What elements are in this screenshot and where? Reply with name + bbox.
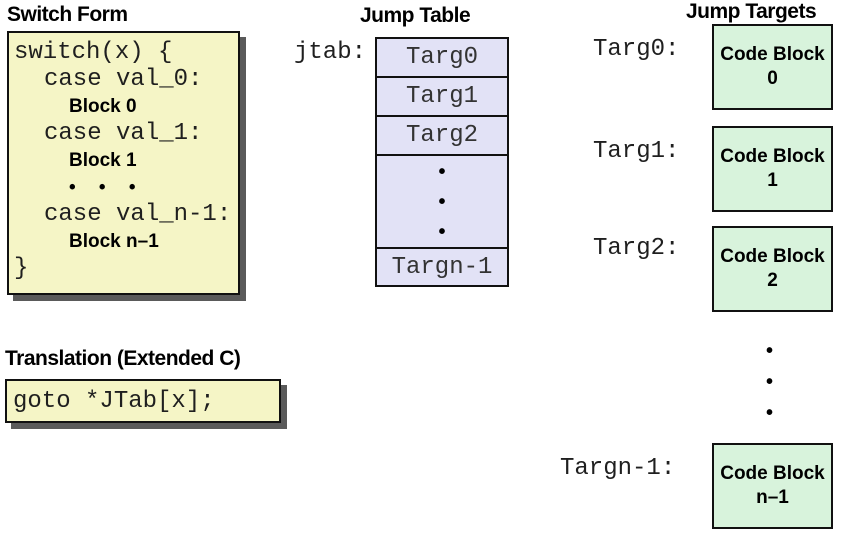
jump-table-cell-targ1: Targ1 [377,78,507,117]
code-line-block-0: Block 0 [69,96,137,117]
translation-title: Translation (Extended C) [5,347,241,370]
jump-table-title: Jump Table [360,4,471,27]
switch-form-title: Switch Form [7,3,128,26]
goto-code-line: goto *JTab[x]; [13,387,215,415]
jump-table-cell-targn-1: Targn-1 [391,254,493,281]
code-block-n-1-line2: n–1 [756,487,789,508]
code-block-0: Code Block 0 [712,24,833,110]
target-label-targ0: Targ0: [593,36,680,63]
code-line-case-n-1: case val_n-1: [44,201,232,228]
code-line-case-1: case val_1: [44,120,203,147]
code-line-block-1: Block 1 [69,150,137,171]
target-label-targ1: Targ1: [593,138,680,165]
ellipsis-horizontal: • • • [69,177,145,198]
jump-table-cell-targ0: Targ0 [377,39,507,78]
switch-form-code-box: switch(x) { case val_0: Block 0 case val… [7,31,240,295]
code-block-1-line1: Code Block [720,146,825,167]
targets-ellipsis-vertical: • • • [766,340,774,424]
target-label-targn-1: Targn-1: [560,455,676,482]
jump-table-cell-targ2: Targ2 [377,117,507,156]
code-block-1-line2: 1 [767,170,778,191]
code-block-2-line2: 2 [767,270,778,291]
code-block-0-line1: Code Block [720,44,825,65]
code-block-2: Code Block 2 [712,226,833,312]
target-label-targ2: Targ2: [593,235,680,262]
code-block-n-1-line1: Code Block [720,463,825,484]
code-line-switch: switch(x) { [14,39,173,66]
code-block-0-line2: 0 [767,68,778,89]
code-block-n-1: Code Block n–1 [712,443,833,529]
jump-table-ellipsis-cell: • • • [377,156,507,249]
code-block-1: Code Block 1 [712,126,833,212]
code-line-brace: } [14,255,29,282]
code-block-2-line1: Code Block [720,246,825,267]
code-line-case-0: case val_0: [44,66,203,93]
translation-code-box: goto *JTab[x]; [5,379,281,423]
jtab-pointer-label: jtab: [294,39,367,66]
jump-targets-title: Jump Targets [686,0,817,23]
jump-table: Targ0 Targ1 Targ2 • • • Targn-1 [375,37,509,287]
code-line-block-n-1: Block n–1 [69,231,159,252]
